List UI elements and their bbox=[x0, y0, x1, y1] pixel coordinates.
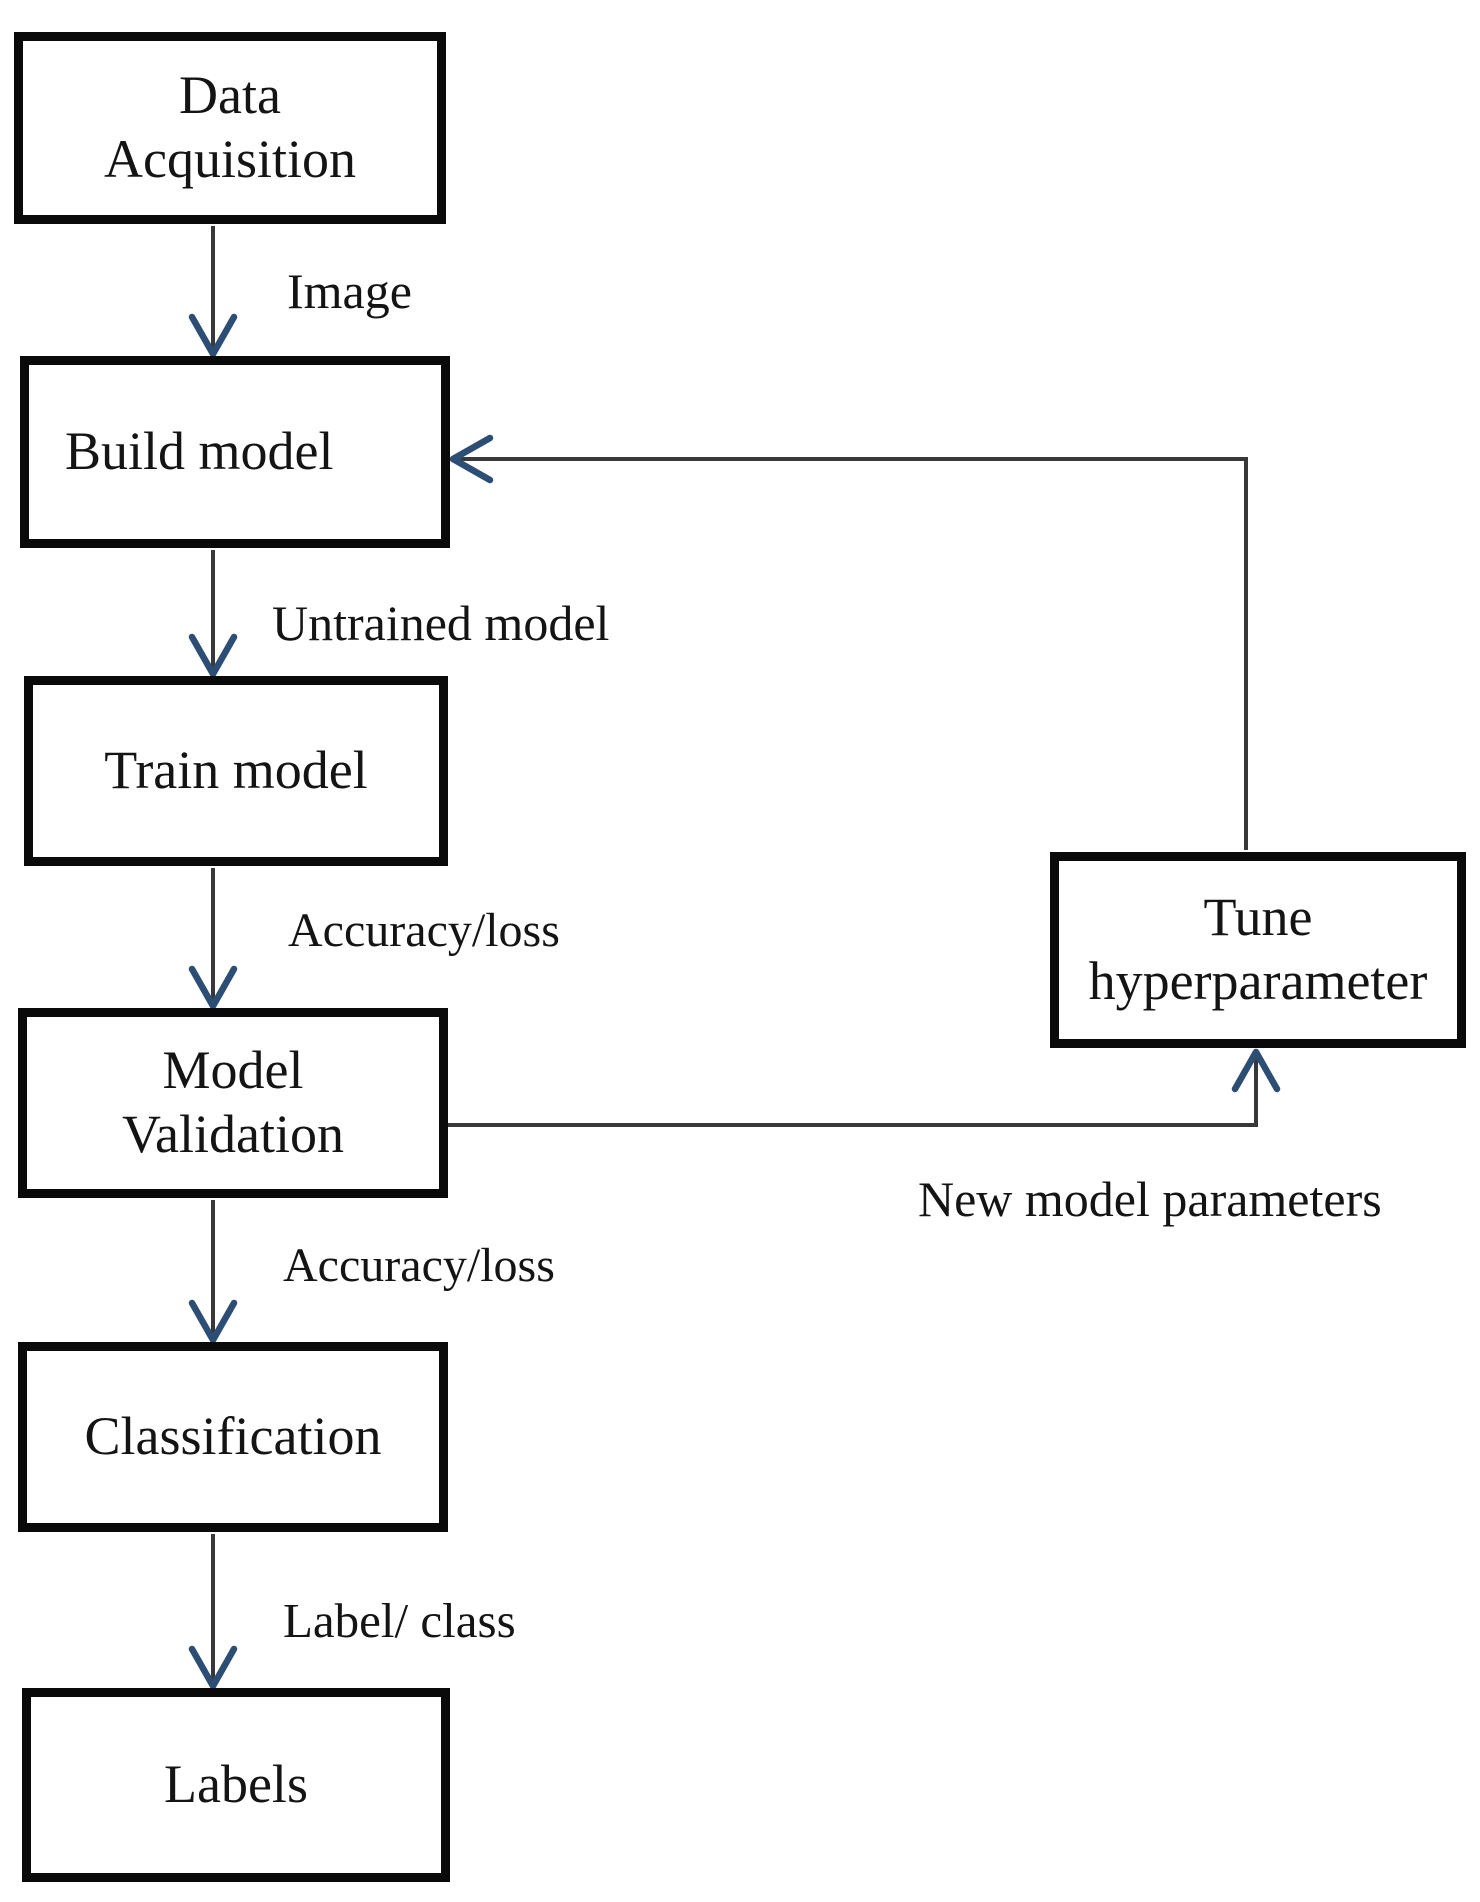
node-data-acquisition: Data Acquisition bbox=[14, 32, 446, 224]
edge-label-untrained-model: Untrained model bbox=[272, 595, 610, 651]
node-label-classification: Classification bbox=[84, 1406, 382, 1467]
node-label-data-acquisition: Data Acquisition bbox=[104, 65, 356, 189]
node-label-labels: Labels bbox=[164, 1754, 308, 1815]
node-tune-hyperparameter: Tune hyperparameter bbox=[1050, 852, 1466, 1048]
edge-label-label-class: Label/ class bbox=[283, 1593, 516, 1648]
arrow-classification-to-labels bbox=[188, 1534, 238, 1690]
node-build-model: Build model bbox=[20, 356, 450, 548]
edge-label-new-model-parameters: New model parameters bbox=[918, 1171, 1382, 1227]
node-classification: Classification bbox=[18, 1342, 448, 1532]
edge-label-accuracy-loss-2: Accuracy/loss bbox=[283, 1239, 555, 1292]
arrow-model-validation-to-classification bbox=[188, 1200, 238, 1344]
edge-label-accuracy-loss-1: Accuracy/loss bbox=[288, 904, 560, 957]
arrow-data-acquisition-to-build-model bbox=[188, 226, 238, 358]
node-train-model: Train model bbox=[24, 676, 448, 866]
node-label-model-validation: Model Validation bbox=[122, 1040, 344, 1164]
node-model-validation: Model Validation bbox=[18, 1008, 448, 1198]
node-labels: Labels bbox=[22, 1688, 450, 1882]
edge-label-image: Image bbox=[287, 263, 412, 319]
arrow-train-model-to-model-validation bbox=[188, 868, 238, 1010]
arrow-build-model-to-train-model bbox=[188, 550, 238, 678]
node-label-tune-hyperparameter: Tune hyperparameter bbox=[1088, 887, 1428, 1011]
node-label-build-model: Build model bbox=[65, 421, 334, 482]
arrow-model-validation-to-tune-hyperparameter bbox=[448, 1048, 1281, 1127]
node-label-train-model: Train model bbox=[104, 740, 368, 801]
